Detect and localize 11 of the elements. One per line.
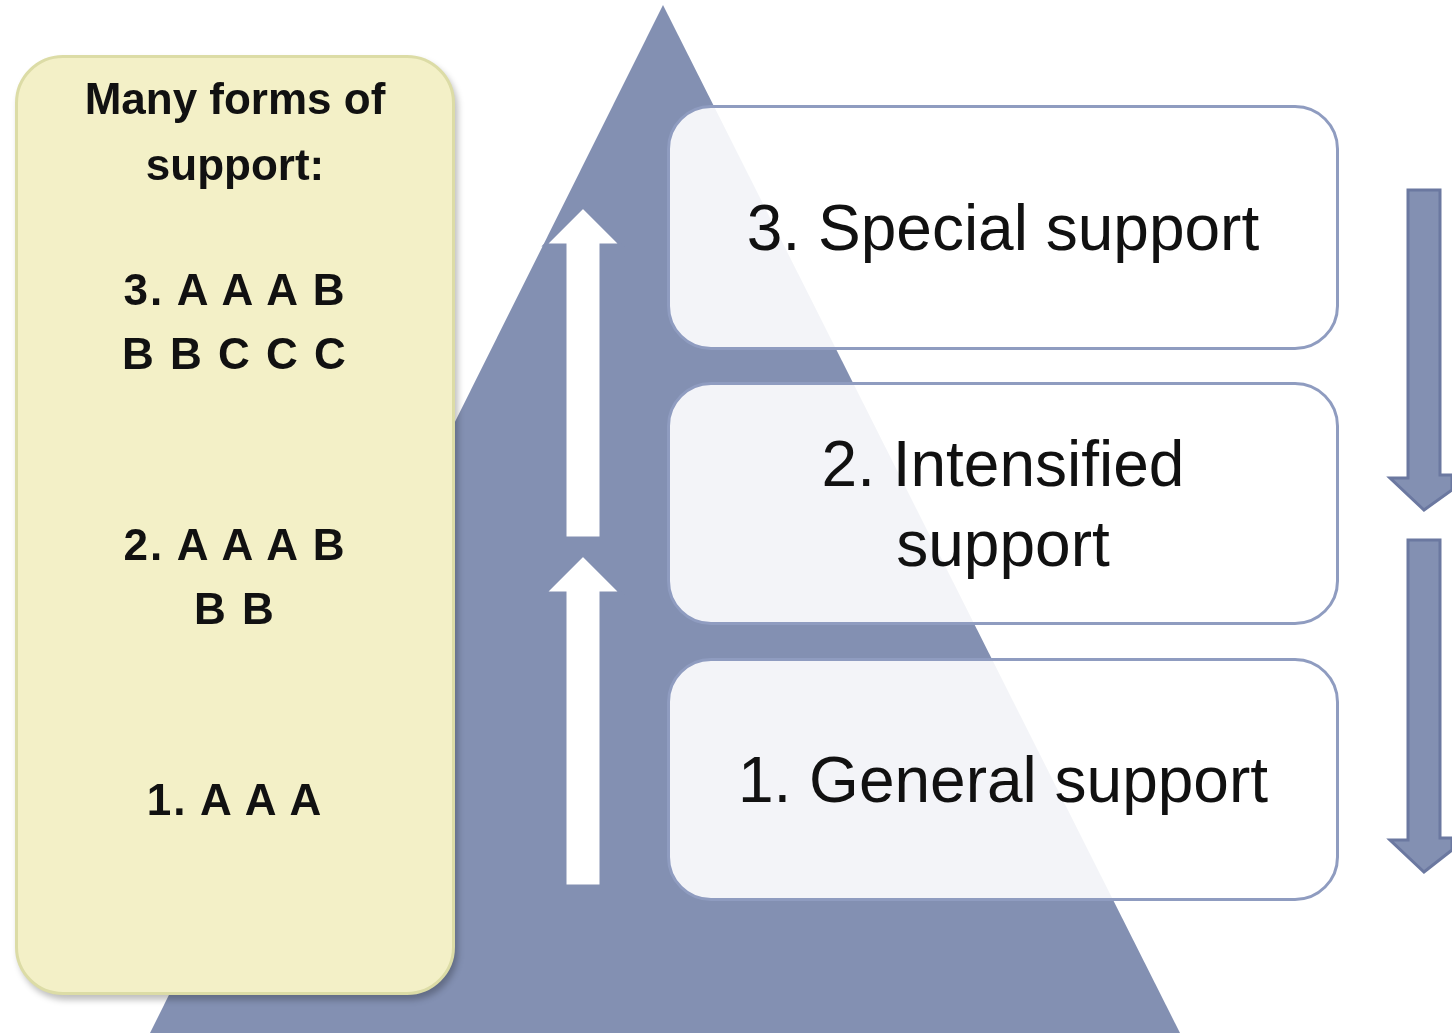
support-list-item: 3. A A A B B B C C C: [121, 264, 349, 380]
support-list-item: 2. A A A B B B: [122, 519, 348, 635]
panel-heading: Many forms of support:: [83, 73, 387, 191]
note-panel: [15, 55, 455, 995]
level-box: [667, 382, 1339, 625]
level-box: [667, 105, 1339, 350]
support-list-item: 1. A A A: [145, 774, 325, 826]
level-label: 2. Intensified support: [820, 426, 1186, 582]
level-label: 1. General support: [737, 742, 1269, 818]
level-box: [667, 658, 1339, 901]
level-label: 3. Special support: [746, 190, 1260, 266]
